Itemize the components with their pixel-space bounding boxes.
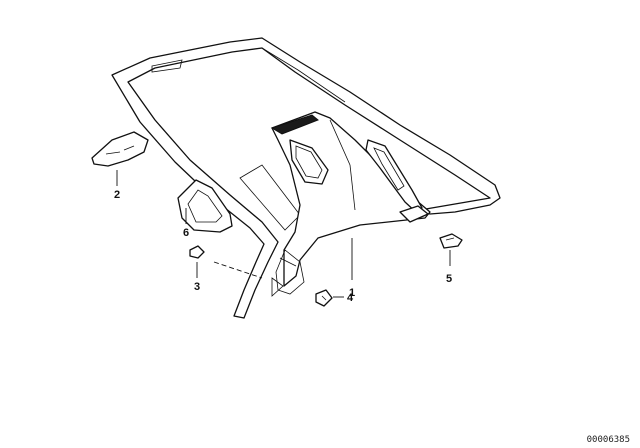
cover-cap-part-2 xyxy=(91,131,149,167)
callout-5: 5 xyxy=(446,273,452,285)
fastener-part-4 xyxy=(315,289,333,307)
catalog-number: 00006385 xyxy=(587,435,630,445)
callout-4: 4 xyxy=(347,292,354,304)
clip-part-3 xyxy=(189,245,205,259)
callout-3: 3 xyxy=(194,281,200,293)
window-frame-trim xyxy=(111,37,501,319)
handle-trim-part-6 xyxy=(177,179,233,233)
quarter-panel-trim xyxy=(270,111,431,297)
clip-part-5 xyxy=(439,233,463,249)
callout-6: 6 xyxy=(183,227,189,239)
callout-1: 1 xyxy=(349,287,355,299)
leader-lines xyxy=(116,170,451,298)
callout-2: 2 xyxy=(114,189,120,201)
